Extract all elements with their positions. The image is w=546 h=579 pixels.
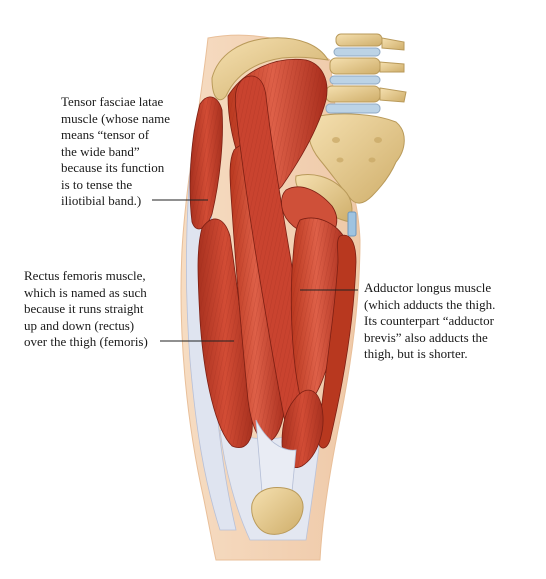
label-line: (which adducts the thigh. — [364, 296, 496, 312]
label-line: muscle (whose name — [61, 110, 171, 126]
sacrum — [307, 113, 405, 204]
pubic-symphysis — [347, 211, 357, 237]
iliac-crest — [211, 37, 329, 101]
label-line: which is named as such — [24, 284, 147, 300]
label-line: iliotibial band.) — [61, 193, 142, 208]
label-line: Adductor longus muscle — [364, 280, 492, 295]
quadriceps-tendon — [255, 419, 297, 493]
label-line: Rectus femoris muscle, — [24, 268, 146, 283]
label-line: because it runs straight — [24, 301, 144, 316]
patella — [251, 487, 304, 535]
lumbar-spine — [325, 33, 407, 114]
label-line: up and down (rectus) — [24, 317, 135, 333]
tensor-fasciae-latae-label: Tensor fasciae latae muscle (whose name … — [61, 94, 170, 210]
label-line: because its function — [61, 160, 165, 175]
label-line: is to tense the — [61, 176, 133, 192]
adductor-longus-label: Adductor longus muscle (which adducts th… — [364, 280, 495, 363]
label-line: over the thigh (femoris) — [24, 334, 148, 349]
rectus-femoris-label: Rectus femoris muscle, which is named as… — [24, 268, 148, 351]
sacral-foramina — [332, 137, 382, 163]
label-line: the wide band” — [61, 143, 140, 159]
label-line: means “tensor of — [61, 127, 150, 142]
label-line: Tensor fasciae latae — [61, 94, 164, 109]
label-line: thigh, but is shorter. — [364, 346, 468, 361]
label-line: brevis” also adducts the — [364, 329, 488, 345]
gracilis-muscle — [317, 234, 357, 449]
label-line: Its counterpart “adductor — [364, 313, 494, 328]
